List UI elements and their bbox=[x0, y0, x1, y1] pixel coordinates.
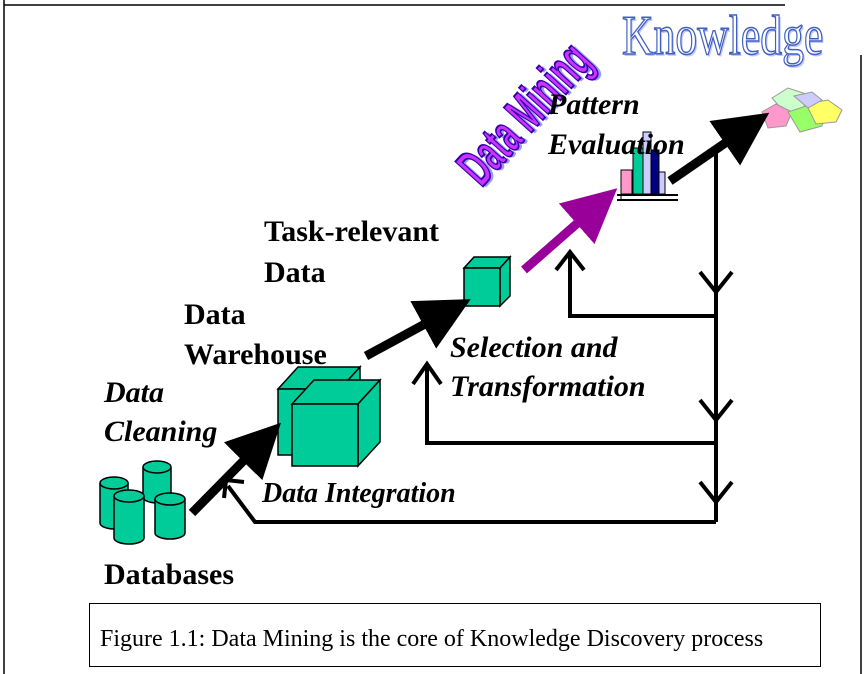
data-integration-label: Data Integration bbox=[262, 478, 456, 509]
arrow-data-mining bbox=[521, 188, 618, 274]
data-warehouse-icon bbox=[276, 365, 382, 468]
arrow-evaluation bbox=[667, 112, 770, 185]
transformation-label: Transformation bbox=[450, 370, 646, 403]
data-cleaning-label-2: Cleaning bbox=[104, 415, 218, 448]
caption-box bbox=[89, 603, 821, 667]
data-warehouse-label-2: Warehouse bbox=[184, 338, 327, 371]
data-cleaning-label-1: Data bbox=[104, 376, 164, 409]
databases-icon bbox=[99, 460, 186, 545]
arrow-cleaning-integration bbox=[188, 422, 281, 517]
pattern-label: Pattern bbox=[548, 88, 640, 121]
process-arrows bbox=[188, 112, 770, 517]
feedback-loops bbox=[222, 148, 734, 524]
task-relevant-data-label: Data bbox=[264, 256, 326, 289]
pattern-chart-icon bbox=[617, 131, 678, 201]
task-relevant-label: Task-relevant bbox=[264, 215, 440, 248]
knowledge-wordart: Knowledge bbox=[621, 5, 824, 67]
selection-label: Selection and bbox=[450, 331, 618, 364]
databases-label: Databases bbox=[104, 558, 235, 591]
knowledge-gems-icon bbox=[761, 87, 843, 133]
task-relevant-data-icon bbox=[462, 255, 512, 308]
data-warehouse-label-1: Data bbox=[184, 298, 246, 331]
arrow-selection bbox=[363, 299, 471, 360]
evaluation-label: Evaluation bbox=[548, 128, 685, 161]
figure-caption: Figure 1.1: Data Mining is the core of K… bbox=[100, 626, 764, 652]
